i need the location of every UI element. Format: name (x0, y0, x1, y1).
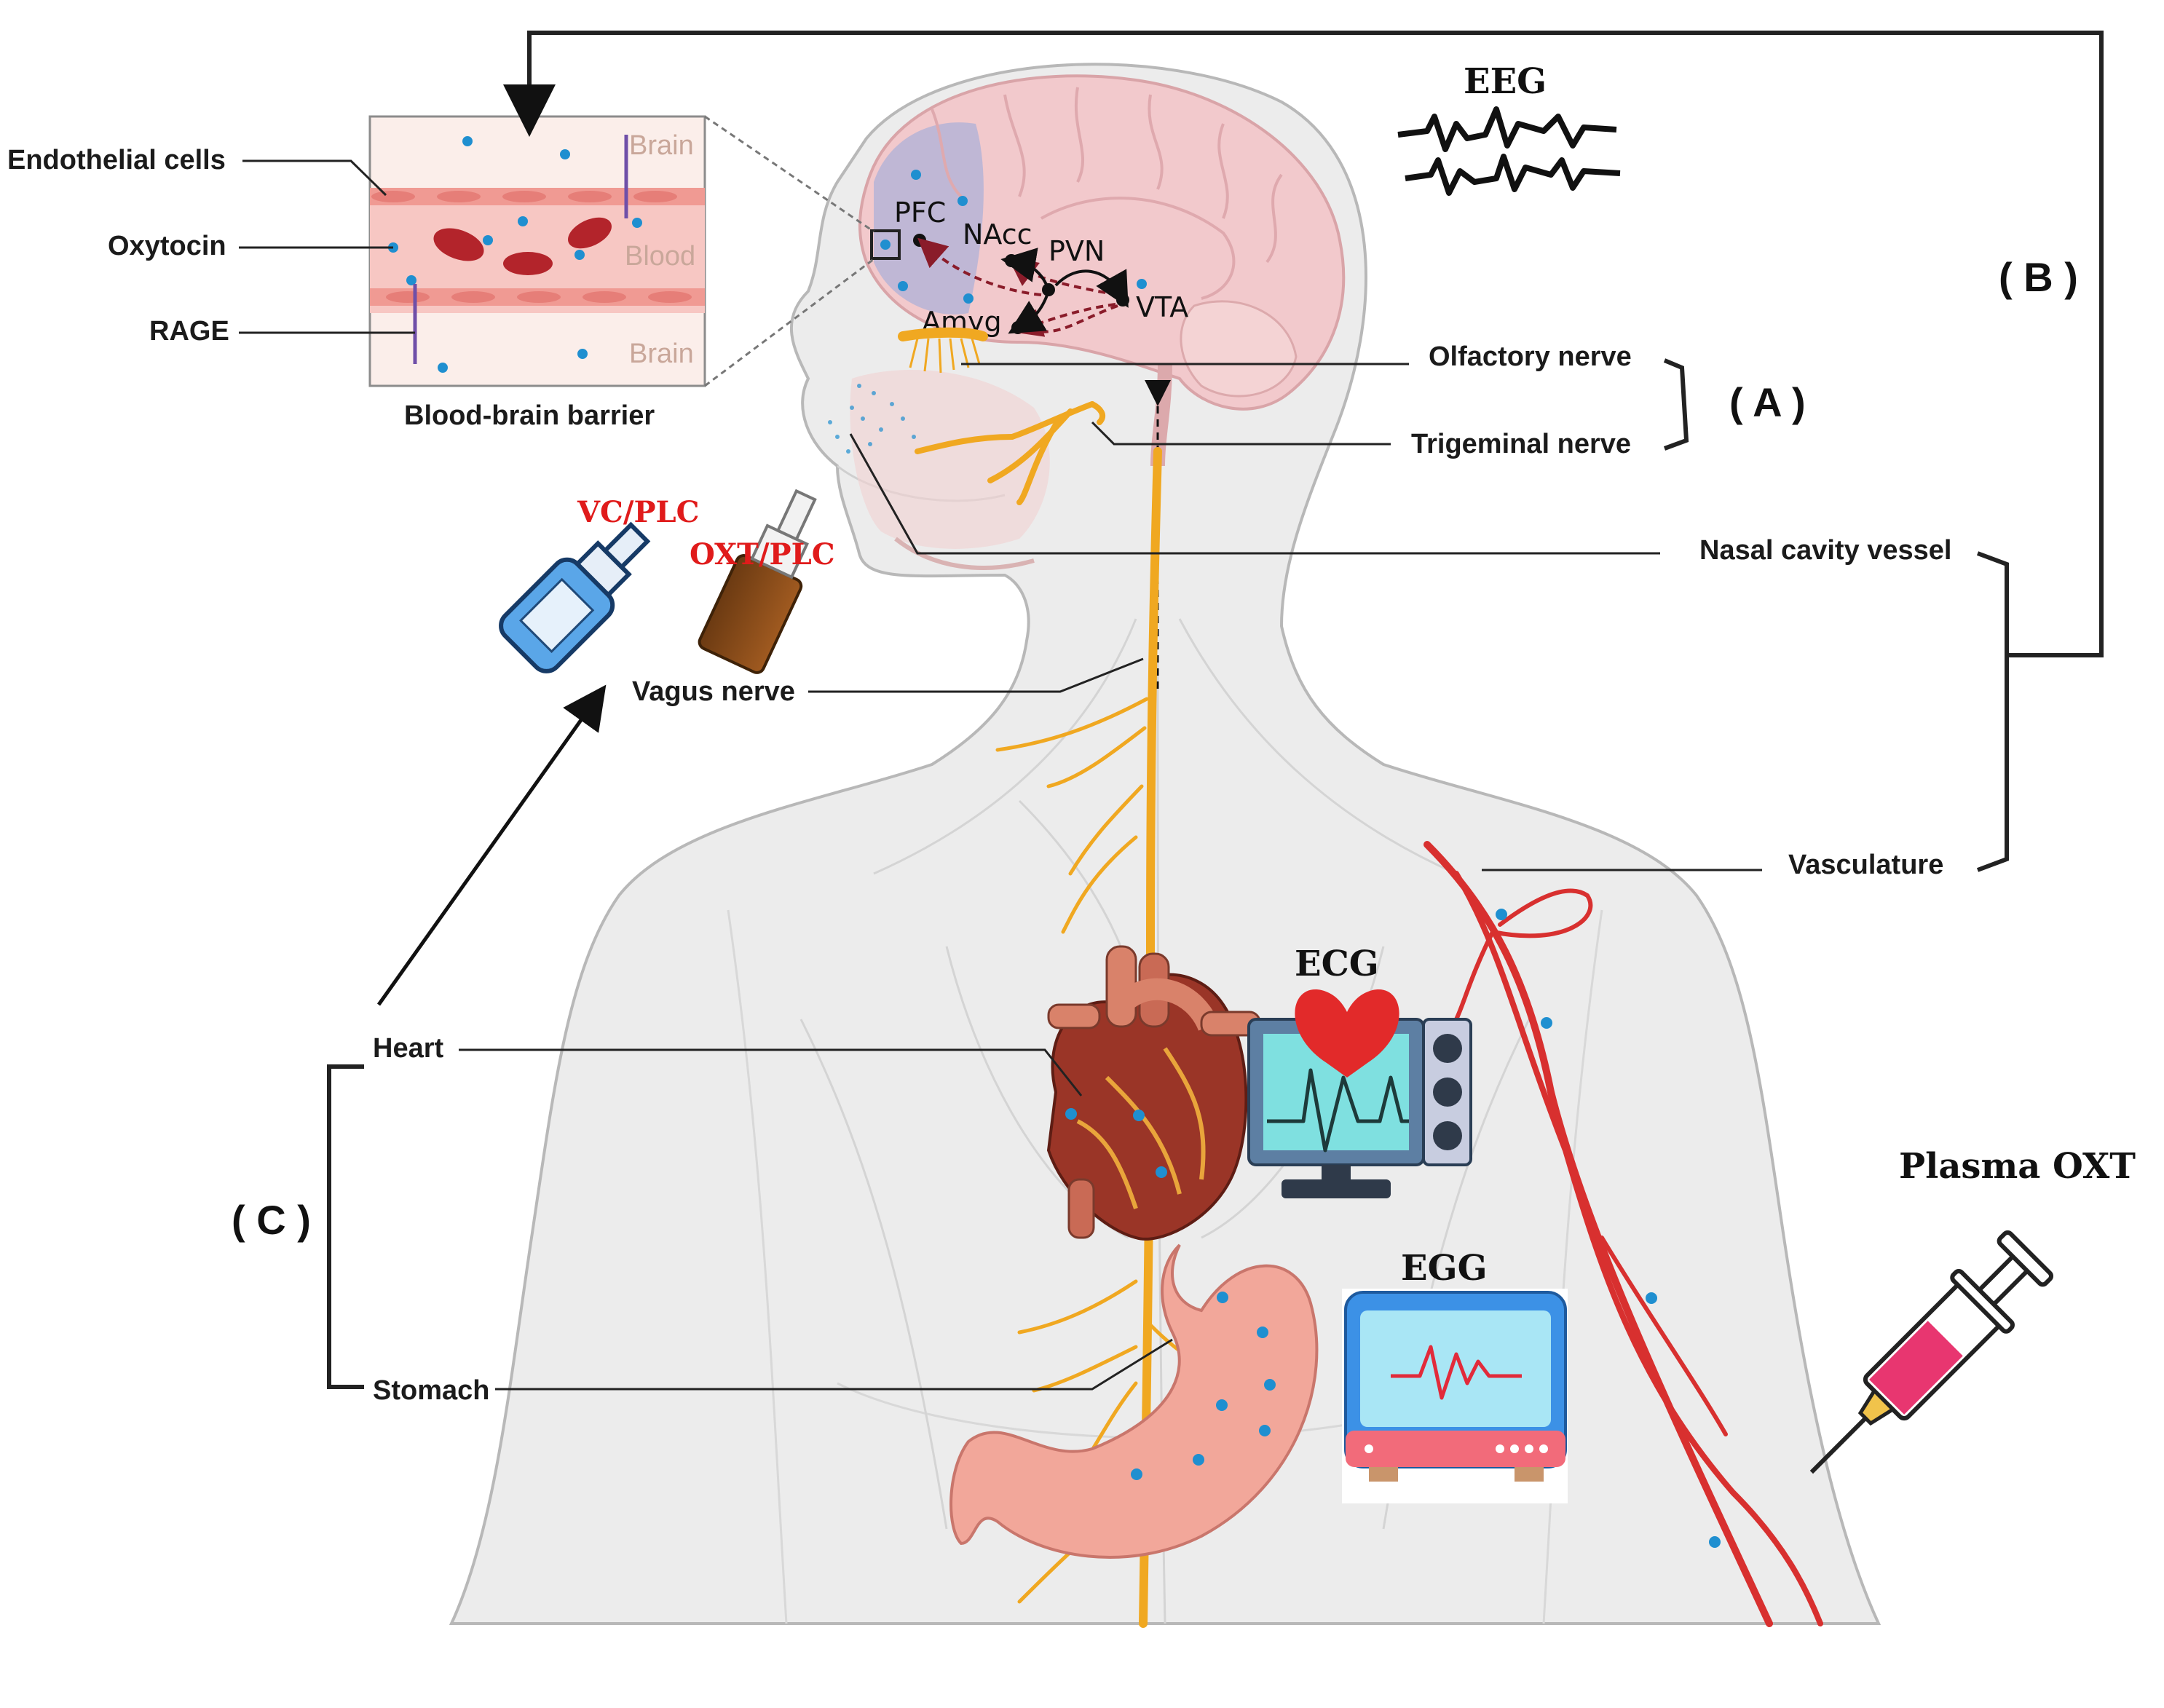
heart-label: Heart (373, 1033, 443, 1064)
bbb-title: Blood-brain barrier (404, 400, 655, 431)
pfc-node (913, 234, 926, 247)
vta-label: VTA (1136, 291, 1188, 323)
egg-label: EGG (1401, 1248, 1488, 1289)
eeg-label: EEG (1464, 61, 1547, 102)
group-c-label: ( C ) (232, 1197, 311, 1243)
bbb-inset: Brain Blood Brain (368, 115, 874, 387)
bbb-blood-label: Blood (625, 241, 695, 272)
trigeminal-nerve (915, 401, 1106, 505)
vc-plc-label: VC/PLC (577, 495, 700, 529)
oxt-plc-label: OXT/PLC (690, 537, 835, 572)
plasma-oxt-label: Plasma OXT (1899, 1146, 2136, 1187)
label-callouts (459, 363, 1762, 1391)
bbb-brain-top-label: Brain (629, 130, 694, 161)
c-to-vagus-arrow (376, 684, 607, 1006)
olfactory-bulb (898, 327, 988, 373)
heart-icon (1295, 989, 1399, 1078)
bbb-callouts (239, 159, 415, 334)
pfc-label: PFC (894, 197, 946, 229)
rage-label: RAGE (149, 316, 229, 347)
pvn-label: PVN (1049, 235, 1105, 267)
nacc-node (1005, 254, 1018, 267)
nasal-cavity-vessel-label: Nasal cavity vessel (1699, 535, 1952, 566)
amyg-node (1011, 321, 1024, 334)
bbb-brain-bottom-label: Brain (629, 339, 694, 369)
pfc-inset-marker (870, 229, 901, 260)
brain-regions: PFC NAcc PVN VTA Amyg (870, 170, 1188, 338)
vc-plc-spray-bottle-icon (499, 521, 651, 673)
stomach-organ (949, 1244, 1319, 1559)
ecg-label: ECG (1295, 944, 1379, 984)
trigeminal-nerve-label: Trigeminal nerve (1411, 429, 1631, 459)
eeg-waveform-icon (1397, 106, 1621, 196)
syringe-icon (1809, 1230, 2054, 1474)
endothelial-cells-label: Endothelial cells (7, 145, 226, 175)
oxytocin-label: Oxytocin (108, 231, 226, 261)
vagus-nerve-label: Vagus nerve (632, 676, 795, 707)
group-b-label: ( B ) (1999, 254, 2078, 300)
vasculature-label: Vasculature (1788, 850, 1943, 880)
nasal-cavity (850, 370, 1050, 570)
vta-node (1116, 293, 1129, 307)
heart-organ (1046, 945, 1261, 1241)
oxt-plc-spray-bottle-icon (698, 489, 817, 674)
stomach-label: Stomach (373, 1375, 489, 1406)
arm-vasculature (1423, 841, 1823, 1627)
nacc-label: NAcc (963, 218, 1032, 250)
ecg-monitor-icon (1247, 1018, 1472, 1198)
group-a-label: ( A ) (1729, 379, 1806, 425)
olfactory-nerve-label: Olfactory nerve (1429, 341, 1632, 372)
spray-particles (828, 384, 916, 454)
egg-monitor-icon (1342, 1289, 1568, 1503)
group-brackets (327, 31, 2104, 1389)
